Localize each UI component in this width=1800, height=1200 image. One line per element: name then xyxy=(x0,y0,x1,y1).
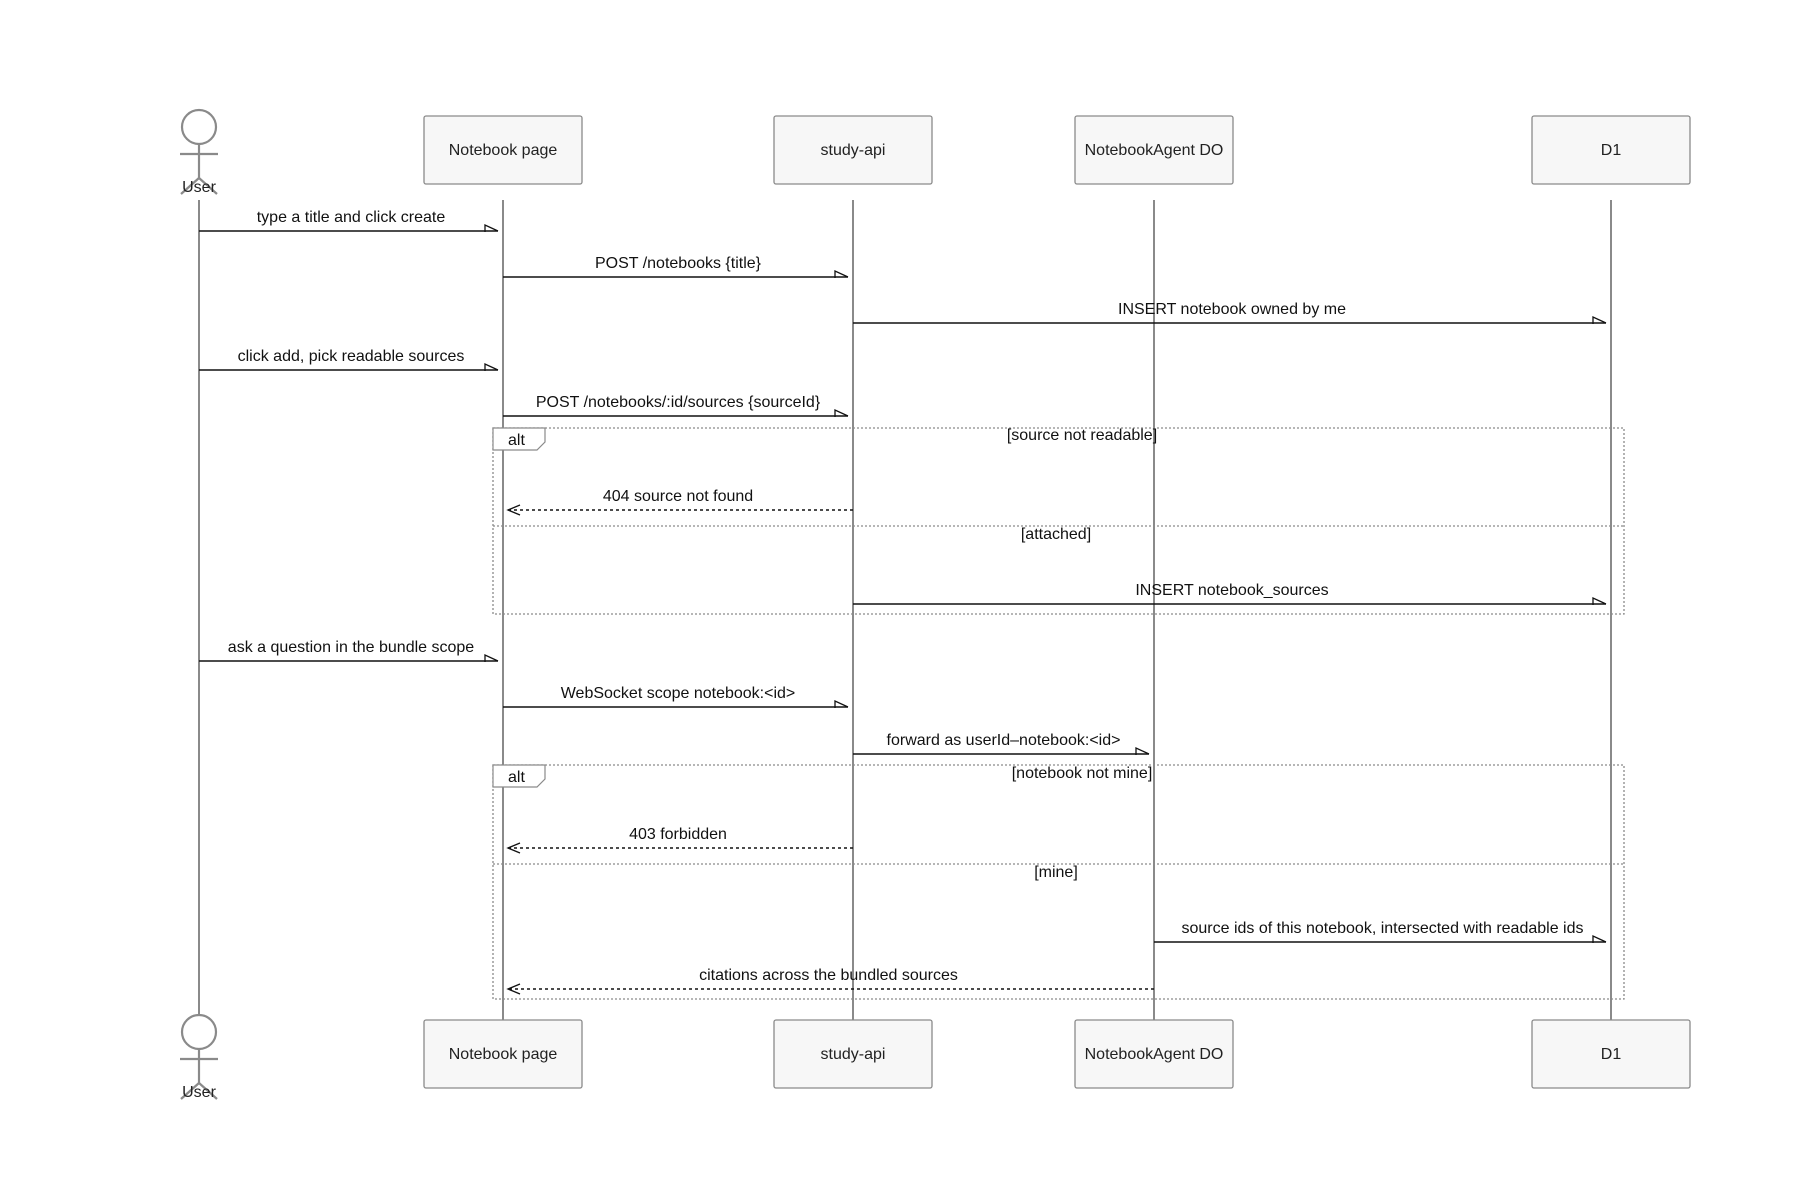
arrowhead-half-icon xyxy=(834,699,849,708)
message-label: click add, pick readable sources xyxy=(238,348,465,365)
participant-d1-top: D1 xyxy=(1531,115,1691,185)
message-label: source ids of this notebook, intersected… xyxy=(1181,920,1583,937)
message-label: INSERT notebook owned by me xyxy=(1118,301,1346,318)
arrowhead-half-icon xyxy=(1592,315,1607,324)
message-post-notebooks-title: POST /notebooks {title} xyxy=(503,255,849,278)
arrowhead-half-icon xyxy=(834,269,849,278)
participant-agent-bottom: NotebookAgent DO xyxy=(1074,1019,1234,1089)
fragment-tab xyxy=(492,427,546,451)
fragment-condition: [notebook not mine] xyxy=(1012,765,1153,782)
participant-box xyxy=(423,1019,583,1089)
participant-label: D1 xyxy=(1601,142,1622,159)
arrowhead-half-icon xyxy=(1135,746,1150,755)
message-label: INSERT notebook_sources xyxy=(1135,582,1328,599)
actor-leg-left xyxy=(180,177,200,195)
participant-label: NotebookAgent DO xyxy=(1085,142,1224,159)
fragment-keyword: alt xyxy=(508,769,525,786)
arrowhead-half-icon xyxy=(1592,934,1607,943)
message-label: type a title and click create xyxy=(257,209,446,226)
message-label: WebSocket scope notebook:<id> xyxy=(561,685,796,702)
participant-page-bottom: Notebook page xyxy=(423,1019,583,1089)
participant-box xyxy=(1531,1019,1691,1089)
participant-api-top: study-api xyxy=(773,115,933,185)
actor-leg-right xyxy=(198,177,218,195)
participant-box xyxy=(1074,115,1234,185)
arrowhead-half-icon xyxy=(484,223,499,232)
actor-leg-left xyxy=(180,1082,200,1100)
message-forward-as-userid-notebook-id: forward as userId–notebook:<id> xyxy=(853,732,1150,755)
arrowhead-open-icon xyxy=(506,504,521,516)
fragment-keyword: alt xyxy=(508,432,525,449)
participant-box xyxy=(1074,1019,1234,1089)
alt-fragment-2: alt [notebook not mine] [mine] xyxy=(492,764,1625,1000)
participant-api-bottom: study-api xyxy=(773,1019,933,1089)
actor-label: User xyxy=(182,179,216,196)
message-label: citations across the bundled sources xyxy=(699,967,958,984)
message-click-add-pick-readable-sources: click add, pick readable sources xyxy=(199,348,499,371)
participant-user-top: User xyxy=(180,108,218,196)
message-type-a-title-and-click-create: type a title and click create xyxy=(199,209,499,232)
alt-fragment-1: alt [source not readable] [attached] xyxy=(492,427,1625,615)
message-label: ask a question in the bundle scope xyxy=(228,639,475,656)
message-ask-a-question-in-the-bundle-scope: ask a question in the bundle scope xyxy=(199,639,499,662)
message-websocket-scope-notebook-id: WebSocket scope notebook:<id> xyxy=(503,685,849,708)
message-post-notebooks-id-sources-sourceid: POST /notebooks/:id/sources {sourceId} xyxy=(503,394,849,417)
arrowhead-half-icon xyxy=(1592,596,1607,605)
actor-leg-right xyxy=(198,1082,218,1100)
participant-page-top: Notebook page xyxy=(423,115,583,185)
participant-box xyxy=(773,115,933,185)
message-403-forbidden: 403 forbidden xyxy=(506,826,853,854)
participant-d1-bottom: D1 xyxy=(1531,1019,1691,1089)
fragment-border xyxy=(492,764,1625,1000)
arrowhead-half-icon xyxy=(484,362,499,371)
participant-box xyxy=(1531,115,1691,185)
arrowhead-half-icon xyxy=(834,408,849,417)
fragment-tab xyxy=(492,764,546,788)
actor-label: User xyxy=(182,1084,216,1101)
message-insert-notebook-sources: INSERT notebook_sources xyxy=(853,582,1607,605)
message-citations-across-the-bundled-sources: citations across the bundled sources xyxy=(506,967,1154,995)
arrowhead-open-icon xyxy=(506,842,521,854)
fragment-condition: [mine] xyxy=(1034,864,1078,881)
actor-head xyxy=(180,1013,218,1051)
message-label: 403 forbidden xyxy=(629,826,727,843)
message-label: 404 source not found xyxy=(603,488,753,505)
message-label: forward as userId–notebook:<id> xyxy=(887,732,1121,749)
participant-agent-top: NotebookAgent DO xyxy=(1074,115,1234,185)
message-404-source-not-found: 404 source not found xyxy=(506,488,853,516)
message-source-ids-of-this-notebook-intersected-with-readable-ids: source ids of this notebook, intersected… xyxy=(1154,920,1607,943)
participant-label: study-api xyxy=(821,142,886,159)
participant-user-bottom: User xyxy=(180,1013,218,1101)
actor-head xyxy=(180,108,218,146)
fragment-border xyxy=(492,427,1625,615)
message-label: POST /notebooks {title} xyxy=(595,255,762,272)
message-label: POST /notebooks/:id/sources {sourceId} xyxy=(536,394,821,411)
participant-label: Notebook page xyxy=(449,1046,558,1063)
participant-label: NotebookAgent DO xyxy=(1085,1046,1224,1063)
participant-label: Notebook page xyxy=(449,142,558,159)
participant-label: D1 xyxy=(1601,1046,1622,1063)
participant-box xyxy=(773,1019,933,1089)
fragment-condition: [source not readable] xyxy=(1007,427,1157,444)
arrowhead-half-icon xyxy=(484,653,499,662)
message-insert-notebook-owned-by-me: INSERT notebook owned by me xyxy=(853,301,1607,324)
arrowhead-open-icon xyxy=(506,983,521,995)
participant-box xyxy=(423,115,583,185)
fragment-condition: [attached] xyxy=(1021,526,1091,543)
participant-label: study-api xyxy=(821,1046,886,1063)
